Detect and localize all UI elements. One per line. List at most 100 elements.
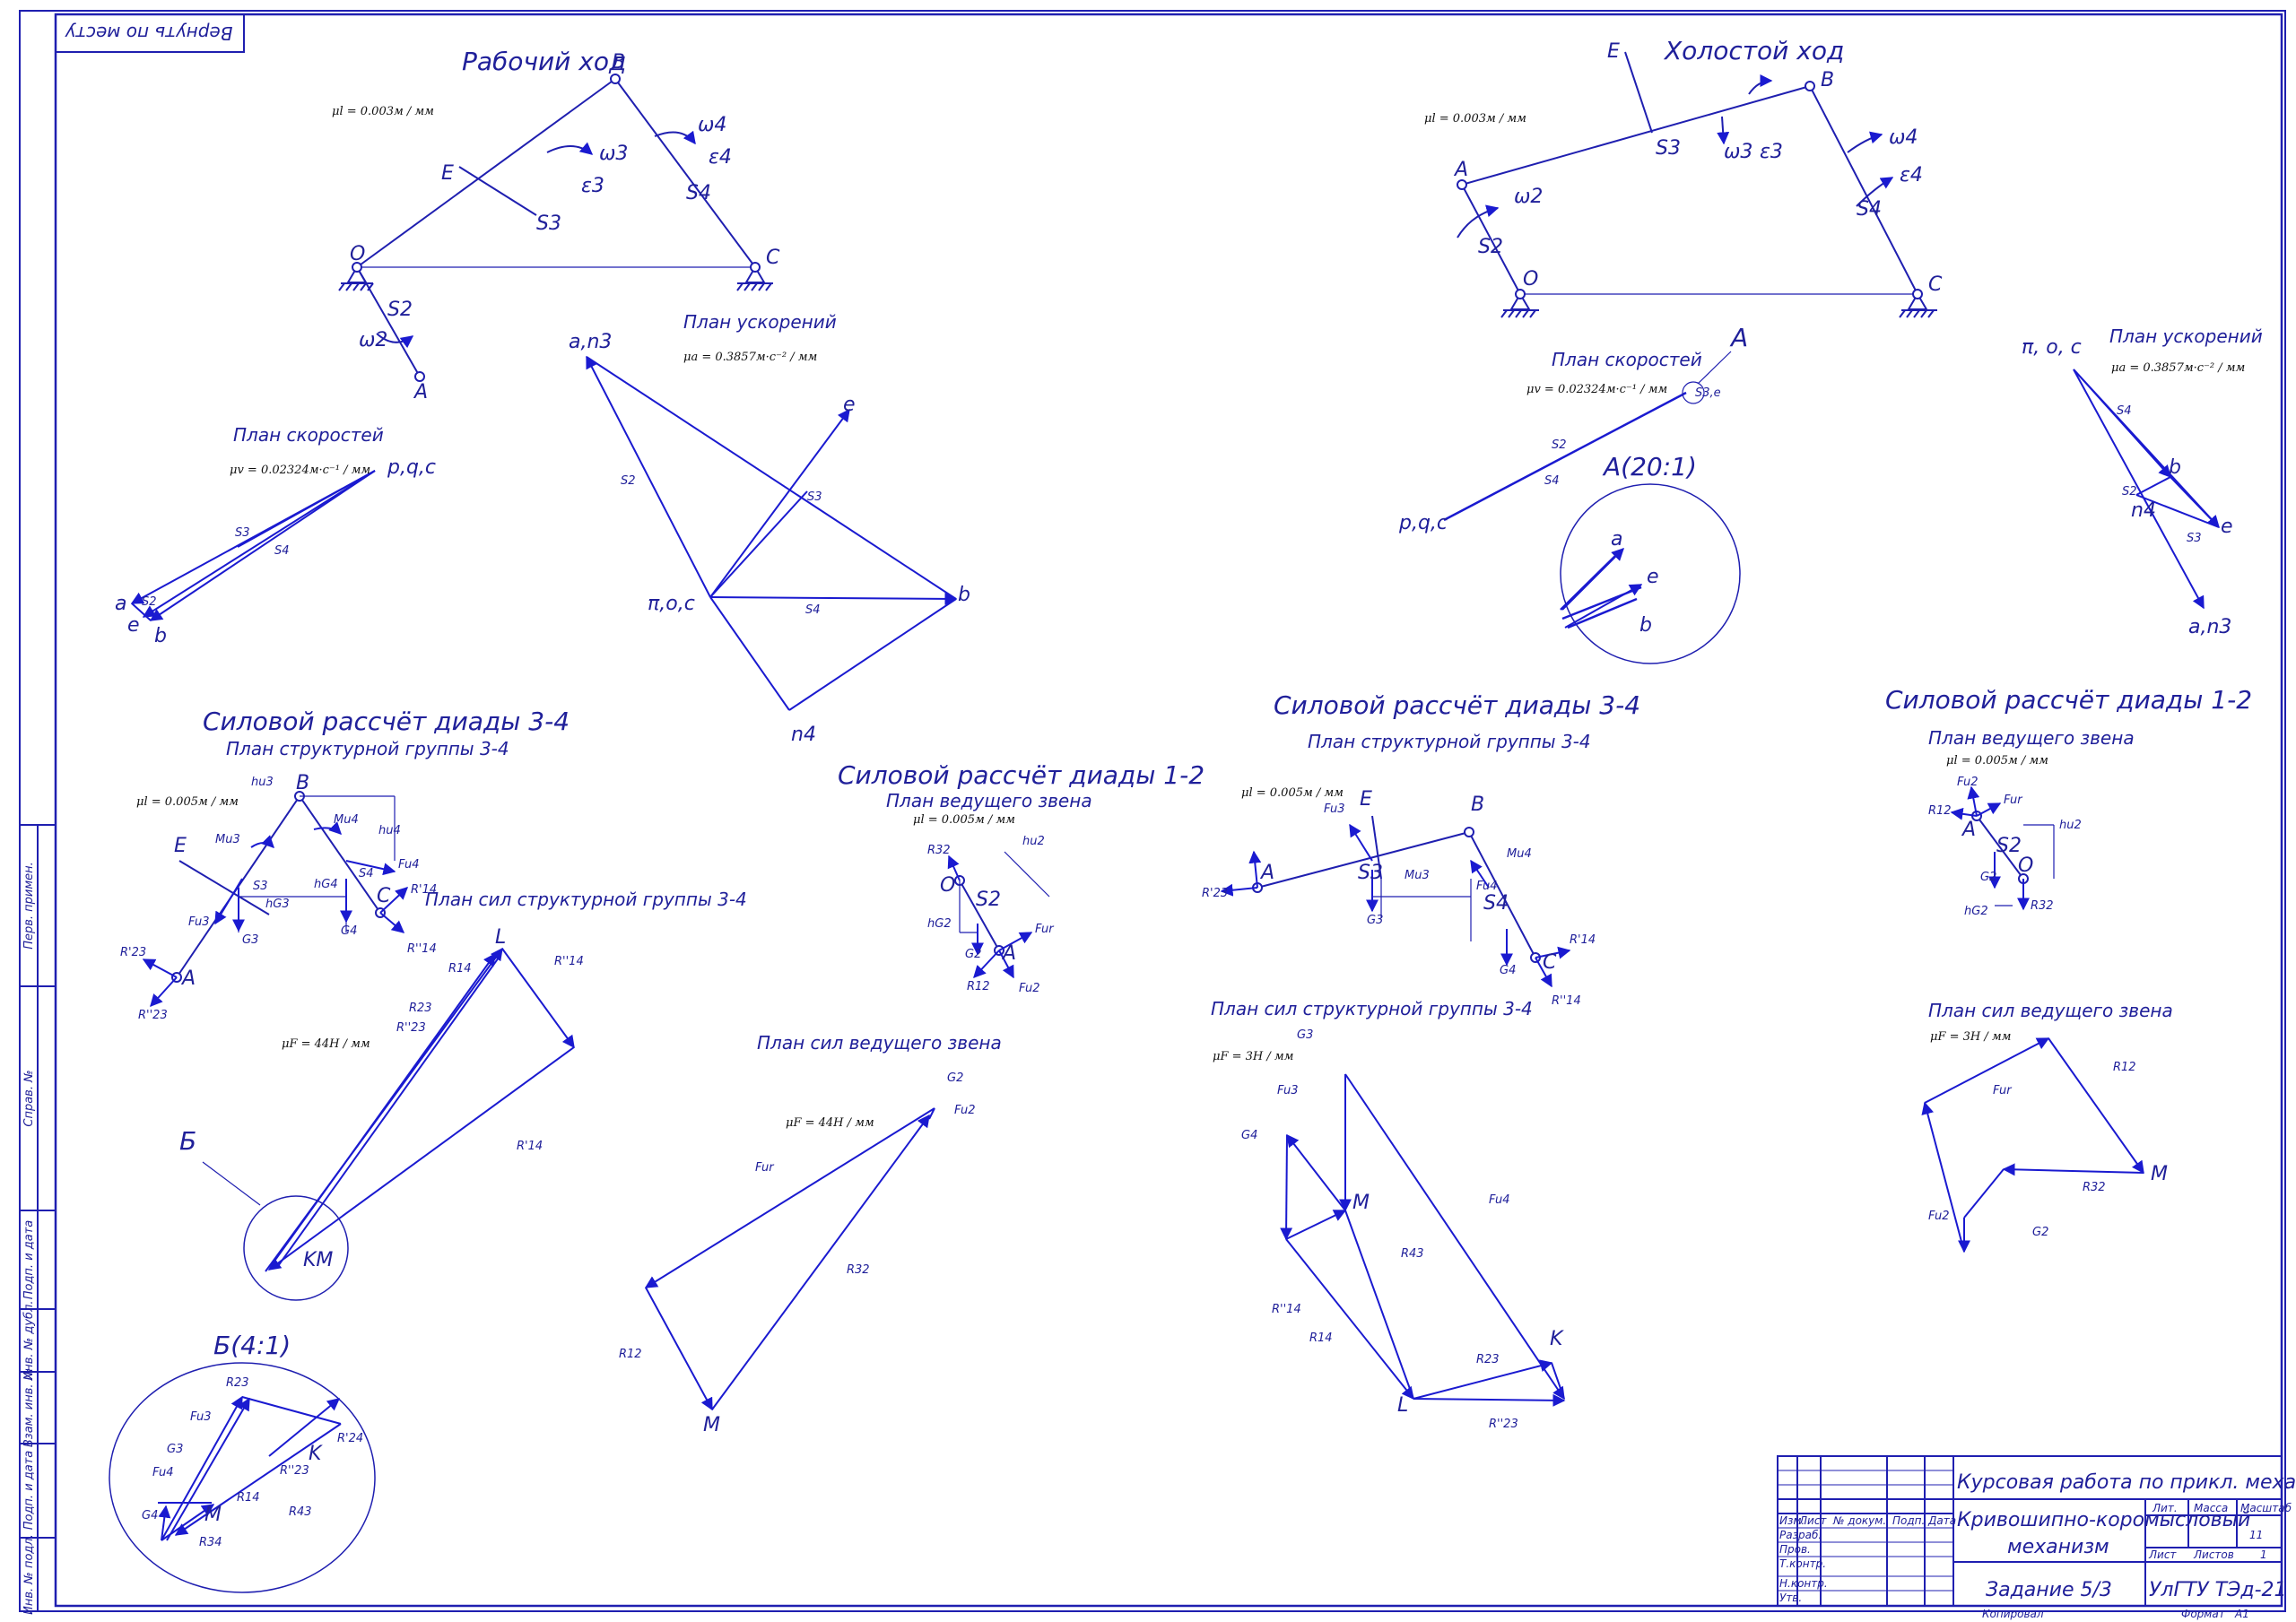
left-acceleration-labels: План ускорений μa = 0.3857м·с⁻² / мм a,n… (569, 311, 970, 746)
right-force-plan-12-labels: План сил ведущего звена μF = 3H / мм M F… (1928, 1000, 2173, 1239)
svg-text:Перв. примен.: Перв. примен. (22, 862, 36, 950)
svg-text:M: M (1352, 1192, 1370, 1214)
svg-text:Fu3: Fu3 (1277, 1084, 1298, 1097)
svg-text:p,q,c: p,q,c (1398, 512, 1448, 534)
svg-text:ε3: ε3 (581, 175, 604, 197)
svg-text:Пров.: Пров. (1779, 1543, 1811, 1556)
svg-text:Силовой рассчёт диады 1-2: Силовой рассчёт диады 1-2 (1885, 685, 2252, 715)
svg-text:e: e (843, 394, 856, 416)
working-stroke-diagram (338, 74, 773, 382)
svg-text:План сил структурной группы 3-: План сил структурной группы 3-4 (425, 889, 747, 910)
svg-text:G2: G2 (1980, 871, 1996, 884)
svg-text:План скоростей: План скоростей (233, 424, 384, 446)
svg-text:Fu2: Fu2 (1019, 982, 1039, 995)
svg-text:R''23: R''23 (1489, 1418, 1518, 1431)
svg-text:ω3: ω3 (1724, 141, 1752, 163)
right-force-plan-12 (1921, 1037, 2144, 1253)
svg-text:G2: G2 (965, 948, 981, 961)
svg-text:Листов: Листов (2193, 1548, 2234, 1561)
svg-text:hG4: hG4 (314, 878, 338, 891)
svg-text:L: L (495, 926, 506, 949)
svg-text:Изм.: Изм. (1779, 1514, 1805, 1527)
svg-text:e: e (2221, 516, 2233, 538)
svg-text:ω4: ω4 (1889, 126, 1918, 149)
svg-text:R43: R43 (289, 1505, 312, 1519)
svg-text:Fu3: Fu3 (1324, 802, 1344, 816)
working-stroke-labels: Рабочий ход μl = 0.003м / мм A B C O E S… (332, 47, 780, 403)
svg-text:G4: G4 (341, 924, 357, 938)
svg-text:A: A (180, 967, 196, 990)
svg-text:C: C (1928, 273, 1943, 296)
svg-text:Справ. №: Справ. № (22, 1070, 36, 1126)
right-force-plan-34-labels: План сил структурной группы 3-4 μF = 3H … (1211, 998, 1564, 1431)
svg-text:R''14: R''14 (1552, 994, 1581, 1008)
svg-text:B: B (296, 772, 309, 794)
left-force-34-labels: Силовой рассчёт диады 3-4 План структурн… (120, 707, 570, 1022)
svg-text:S2: S2 (1478, 236, 1503, 258)
svg-text:μF = 44H / мм: μF = 44H / мм (786, 1116, 874, 1130)
svg-text:hG3: hG3 (265, 898, 290, 911)
left-force-plan-34-labels: План сил структурной группы 3-4 μF = 44H… (179, 889, 747, 1271)
svg-text:План структурной группы 3-4: План структурной группы 3-4 (1308, 731, 1591, 752)
svg-text:μl = 0.005м / мм: μl = 0.005м / мм (1241, 786, 1344, 800)
left-force-34-vectors (142, 821, 409, 1008)
svg-text:R'14: R'14 (517, 1140, 543, 1153)
svg-text:ω4: ω4 (698, 114, 726, 136)
svg-text:R12: R12 (1928, 804, 1952, 818)
svg-text:b: b (2169, 456, 2181, 479)
svg-text:Дата: Дата (1927, 1514, 1956, 1527)
svg-text:План ведущего звена: План ведущего звена (1928, 727, 2135, 749)
svg-text:μl = 0.003м / мм: μl = 0.003м / мм (332, 105, 434, 118)
svg-text:b: b (1639, 614, 1652, 637)
svg-text:μv = 0.02324м·с⁻¹ / мм: μv = 0.02324м·с⁻¹ / мм (230, 464, 370, 477)
svg-text:ω3: ω3 (599, 143, 628, 165)
svg-text:Fu4: Fu4 (152, 1466, 173, 1479)
svg-text:hu2: hu2 (2059, 819, 2082, 832)
svg-text:Задание 5/3: Задание 5/3 (1986, 1579, 2112, 1601)
svg-text:S3: S3 (1656, 137, 1681, 160)
svg-text:E: E (441, 162, 454, 185)
svg-text:1: 1 (2260, 1548, 2267, 1561)
detail-b-vectors (158, 1395, 342, 1541)
svg-text:Fu4: Fu4 (398, 858, 419, 872)
svg-text:G4: G4 (1241, 1129, 1257, 1142)
svg-text:S4: S4 (805, 603, 821, 617)
svg-text:S2: S2 (2122, 485, 2137, 499)
svg-text:C: C (1543, 951, 1557, 974)
svg-text:R23: R23 (226, 1376, 249, 1390)
svg-text:ω2: ω2 (359, 329, 387, 351)
svg-text:C: C (377, 885, 391, 907)
svg-text:Т.контр.: Т.контр. (1779, 1557, 1826, 1570)
svg-text:Fu2: Fu2 (1957, 776, 1978, 789)
svg-text:Mu3: Mu3 (215, 833, 240, 846)
svg-text:E: E (174, 835, 187, 857)
svg-text:R''14: R''14 (554, 955, 584, 968)
svg-text:механизм: механизм (2007, 1536, 2109, 1558)
left-force-12-vectors (947, 854, 1033, 979)
svg-text:μv = 0.02324м·с⁻¹ / мм: μv = 0.02324м·с⁻¹ / мм (1526, 383, 1667, 396)
right-force-plan-34 (1280, 1073, 1566, 1407)
detail-b-ellipse (109, 1362, 376, 1593)
svg-text:E: E (1607, 40, 1620, 63)
svg-text:R32: R32 (2031, 899, 2054, 913)
title-block-lines (1777, 1455, 2283, 1607)
svg-text:План ускорений: План ускорений (2109, 325, 2263, 347)
svg-text:B: B (1821, 69, 1834, 91)
svg-text:μl = 0.005м / мм: μl = 0.005м / мм (1946, 754, 2048, 768)
svg-text:M: M (2151, 1163, 2168, 1185)
svg-text:ε4: ε4 (1900, 164, 1923, 186)
svg-text:Fur: Fur (755, 1161, 775, 1175)
svg-text:№ докум.: № докум. (1832, 1514, 1886, 1527)
svg-text:R'23: R'23 (1202, 887, 1228, 900)
svg-text:e: e (1647, 566, 1659, 588)
svg-text:Fur: Fur (2004, 794, 2023, 807)
svg-text:R12: R12 (2113, 1061, 2136, 1074)
svg-text:ε3: ε3 (1760, 141, 1783, 163)
svg-text:R14: R14 (237, 1491, 260, 1505)
svg-text:Силовой рассчёт диады 3-4: Силовой рассчёт диады 3-4 (1274, 690, 1640, 720)
svg-text:a: a (115, 593, 126, 615)
svg-text:S2: S2 (1996, 835, 2022, 857)
svg-text:Силовой рассчёт диады 3-4: Силовой рассчёт диады 3-4 (203, 707, 570, 736)
svg-text:R''14: R''14 (407, 942, 437, 956)
